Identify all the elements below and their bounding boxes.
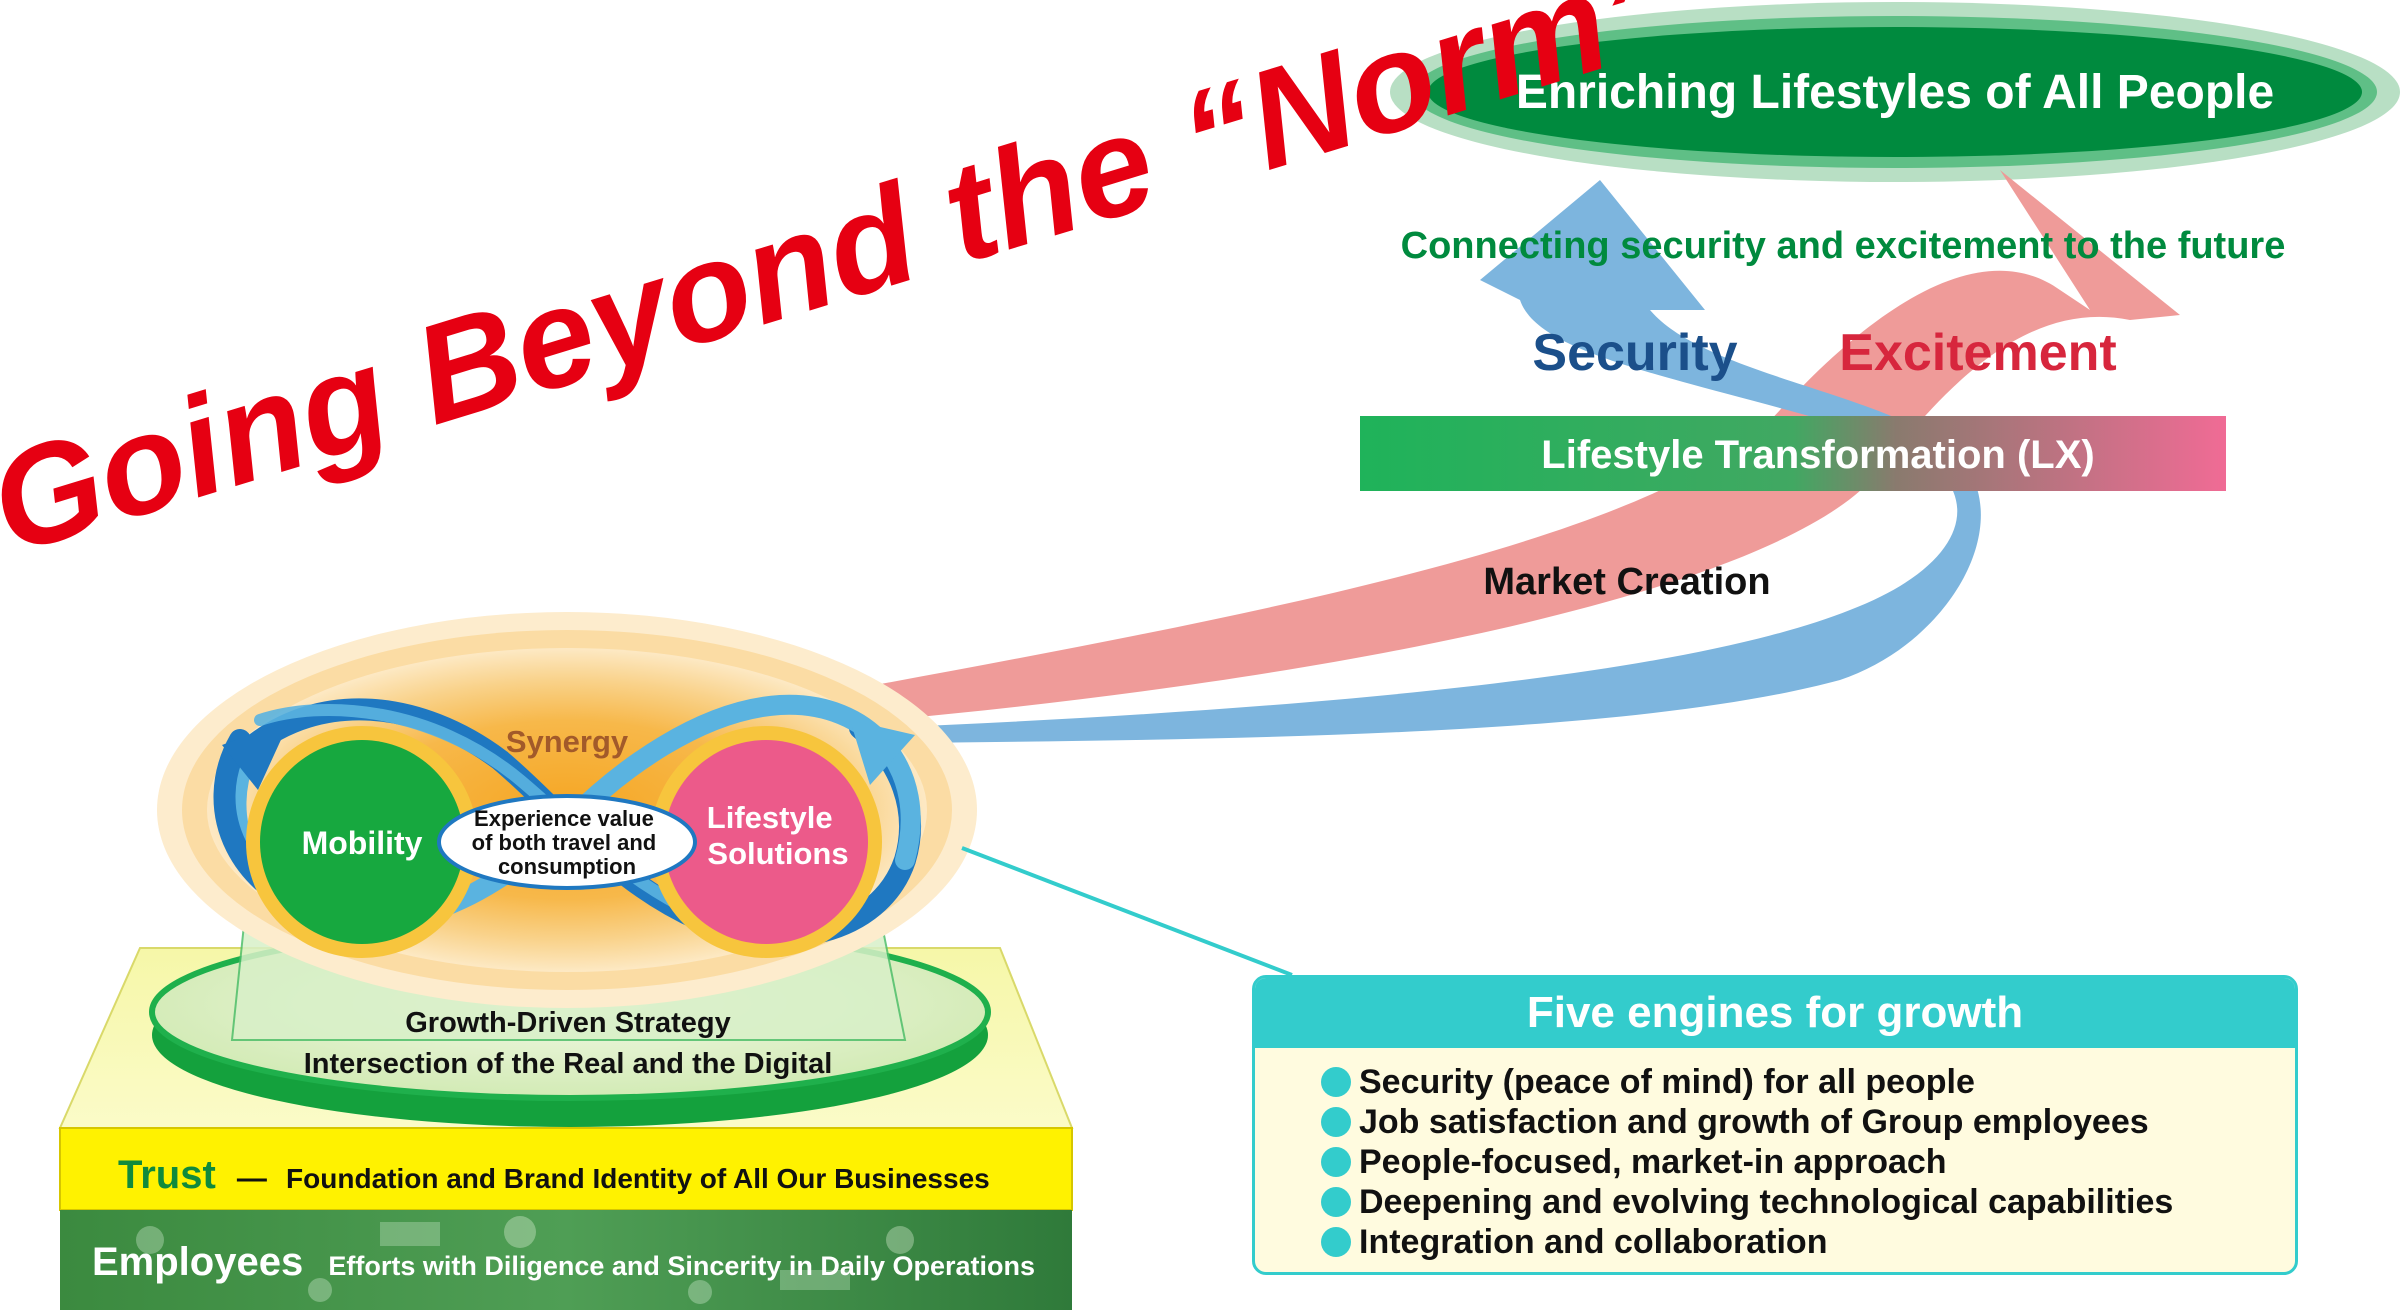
- lifestyle-circle: [664, 740, 868, 944]
- bullet-dot-icon: [1321, 1187, 1351, 1217]
- intersection-label: Intersection of the Real and the Digital: [304, 1048, 833, 1080]
- five-engines-panel: Five engines for growth Security (peace …: [1252, 975, 2298, 1275]
- synergy-engine: Mobility Lifestyle Solutions Experience …: [157, 612, 977, 1008]
- trust-text: Foundation and Brand Identity of All Our…: [286, 1163, 990, 1194]
- five-engines-title: Five engines for growth: [1255, 978, 2295, 1048]
- experience-line-3: consumption: [498, 854, 636, 879]
- loop-arrowhead-right: [850, 720, 915, 785]
- employees-band: [60, 1210, 1072, 1310]
- svg-text:Experience value of both: Experience value of both travel and cons…: [472, 806, 663, 879]
- list-item: Job satisfaction and growth of Group emp…: [1321, 1102, 2295, 1142]
- five-engines-list: Security (peace of mind) for all people …: [1255, 1048, 2295, 1262]
- list-item: Integration and collaboration: [1321, 1222, 2295, 1262]
- engine-item-text: Job satisfaction and growth of Group emp…: [1359, 1103, 2149, 1141]
- goal-ellipse: Enriching Lifestyles of All People: [1390, 2, 2400, 182]
- trust-dash: ―: [237, 1162, 267, 1195]
- lx-bar-text: Lifestyle Transformation (LX): [1541, 433, 2094, 477]
- engine-item-text: Deepening and evolving technological cap…: [1359, 1183, 2174, 1221]
- synergy-label: Synergy: [506, 724, 629, 759]
- tagline: Connecting security and excitement to th…: [1401, 225, 2286, 267]
- mobility-label: Mobility: [302, 825, 423, 861]
- lifestyle-line-1: Lifestyle: [707, 800, 833, 835]
- market-creation-label: Market Creation: [1483, 561, 1770, 603]
- bullet-dot-icon: [1321, 1227, 1351, 1257]
- lx-bar: Lifestyle Transformation (LX): [1360, 416, 2226, 491]
- engine-item-text: Security (peace of mind) for all people: [1359, 1063, 1975, 1101]
- bullet-dot-icon: [1321, 1107, 1351, 1137]
- svg-text:Lifestyle Solutions: Lifestyle Solutions: [707, 800, 849, 871]
- loop-arrowhead-left: [222, 720, 290, 790]
- trust-band: [59, 1127, 1073, 1211]
- svg-text:Going Beyond the “Norm”: Going Beyond the “Norm”: [0, 0, 1692, 584]
- headline: Going Beyond the “Norm”: [0, 0, 1692, 584]
- engines-connector: [961, 846, 1293, 977]
- trust-label: Trust: [118, 1153, 216, 1197]
- bullet-dot-icon: [1321, 1067, 1351, 1097]
- svg-text:Employees Efforts with D: Employees Efforts with Diligence and Sin…: [92, 1240, 1035, 1284]
- list-item: Deepening and evolving technological cap…: [1321, 1182, 2295, 1222]
- list-item: Security (peace of mind) for all people: [1321, 1062, 2295, 1102]
- arrow-security: [690, 180, 1981, 745]
- employees-label: Employees: [92, 1240, 303, 1284]
- goal-text: Enriching Lifestyles of All People: [1516, 66, 2274, 119]
- strategy-label: Growth-Driven Strategy: [405, 1007, 731, 1039]
- lifestyle-line-2: Solutions: [707, 836, 848, 871]
- experience-value-bubble: [437, 794, 697, 890]
- list-item: People-focused, market-in approach: [1321, 1142, 2295, 1182]
- headline-main: Going Beyond the: [0, 70, 1209, 584]
- excitement-label: Excitement: [1839, 324, 2116, 382]
- security-label: Security: [1532, 324, 1737, 382]
- engine-item-text: People-focused, market-in approach: [1359, 1143, 1947, 1181]
- experience-line-1: Experience value: [474, 806, 654, 831]
- engine-item-text: Integration and collaboration: [1359, 1223, 1828, 1261]
- mobility-circle: [260, 740, 464, 944]
- employees-text: Efforts with Diligence and Sincerity in …: [328, 1251, 1035, 1281]
- experience-line-2: of both travel and: [472, 830, 657, 855]
- svg-text:Trust ― Foundation: Trust ― Foundation and Brand Identity of…: [118, 1153, 990, 1197]
- employees-photo-pattern: [136, 1216, 914, 1304]
- bullet-dot-icon: [1321, 1147, 1351, 1177]
